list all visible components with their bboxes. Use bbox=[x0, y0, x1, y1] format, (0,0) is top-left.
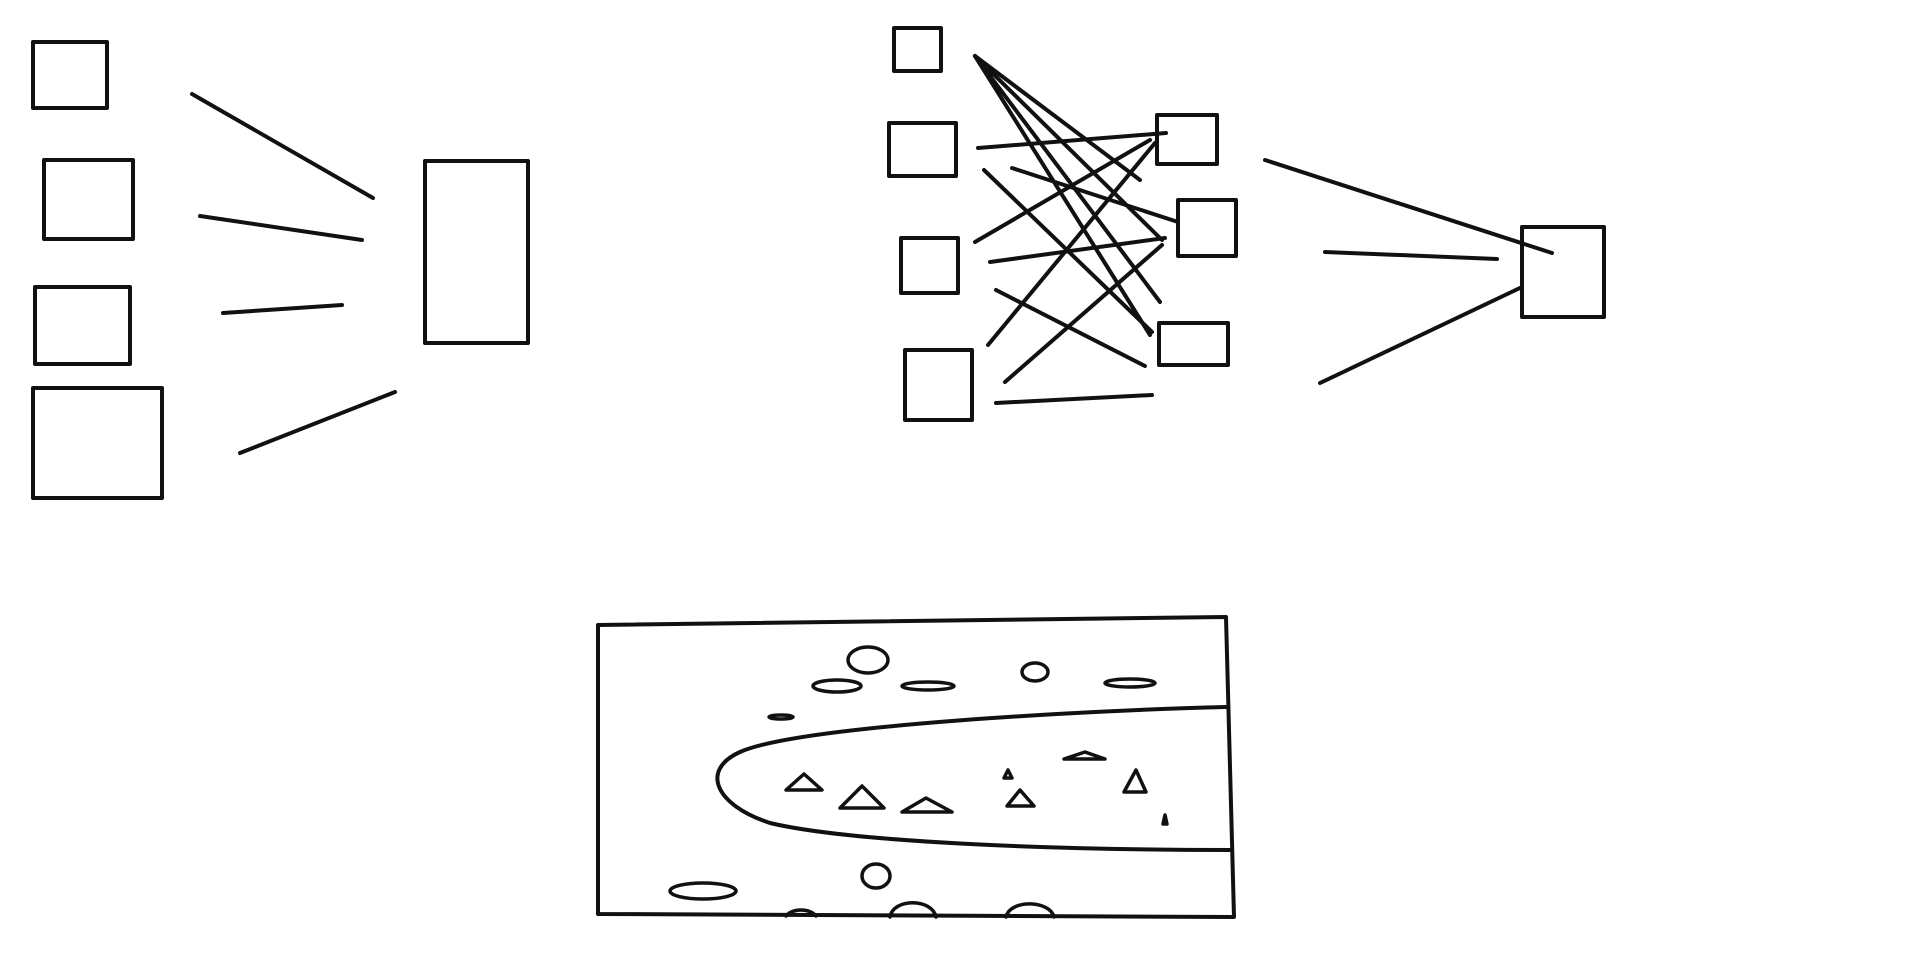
circle-point bbox=[888, 901, 938, 919]
triangle-point bbox=[838, 784, 886, 810]
classification-frame bbox=[596, 615, 1236, 919]
circle-point bbox=[811, 678, 863, 694]
circle-point bbox=[846, 645, 890, 675]
network-output-node bbox=[1520, 225, 1606, 319]
network-edge bbox=[994, 393, 1154, 405]
decision-boundary bbox=[715, 705, 1232, 852]
triangle-point bbox=[1005, 788, 1036, 808]
network-edge bbox=[1003, 243, 1164, 384]
input-box-4 bbox=[31, 386, 164, 500]
triangle-class-points bbox=[784, 750, 1169, 826]
network-input-node-2 bbox=[887, 121, 958, 178]
triangle-point bbox=[1002, 768, 1014, 780]
network-output-edge bbox=[1263, 158, 1554, 255]
connector-line-4 bbox=[238, 390, 397, 455]
circle-class-points bbox=[668, 645, 1157, 919]
network-output-edge bbox=[1323, 250, 1499, 261]
classification-diagram bbox=[596, 615, 1236, 919]
connector-line-1 bbox=[190, 92, 375, 200]
circle-point bbox=[1103, 677, 1157, 689]
network-edge bbox=[973, 54, 1152, 337]
triangle-point bbox=[1062, 750, 1107, 761]
network-edge bbox=[986, 141, 1157, 347]
input-box-2 bbox=[42, 158, 135, 241]
circle-point bbox=[1020, 661, 1050, 683]
input-box-1 bbox=[31, 40, 109, 110]
many-to-one-diagram bbox=[31, 40, 530, 500]
triangle-point bbox=[900, 796, 954, 814]
network-edge bbox=[973, 138, 1152, 244]
circle-point bbox=[668, 881, 738, 901]
triangle-point bbox=[784, 772, 824, 792]
triangle-point bbox=[1161, 813, 1169, 826]
network-hidden-node-3 bbox=[1157, 321, 1230, 367]
network-input-node-1 bbox=[892, 26, 943, 73]
circle-point bbox=[784, 908, 818, 918]
network-edge bbox=[994, 288, 1147, 368]
network-edge bbox=[973, 54, 1162, 304]
connector-line-3 bbox=[221, 303, 344, 315]
network-edge bbox=[976, 131, 1168, 150]
network-hidden-node-2 bbox=[1176, 198, 1238, 258]
network-edge bbox=[1010, 166, 1180, 224]
input-box-3 bbox=[33, 285, 132, 366]
network-edge bbox=[988, 236, 1167, 264]
triangle-point bbox=[1122, 768, 1148, 794]
circle-point bbox=[1004, 902, 1056, 919]
network-output-edge bbox=[1318, 285, 1524, 385]
circle-point bbox=[860, 862, 892, 890]
network-input-node-4 bbox=[903, 348, 974, 422]
network-edge bbox=[973, 54, 1142, 182]
circle-point bbox=[767, 713, 795, 721]
output-box bbox=[423, 159, 530, 345]
network-diagram bbox=[887, 26, 1606, 422]
network-hidden-node-1 bbox=[1155, 113, 1219, 166]
network-edge bbox=[973, 54, 1164, 242]
connector-line-2 bbox=[198, 214, 364, 242]
network-input-node-3 bbox=[899, 236, 960, 295]
circle-point bbox=[900, 680, 956, 692]
